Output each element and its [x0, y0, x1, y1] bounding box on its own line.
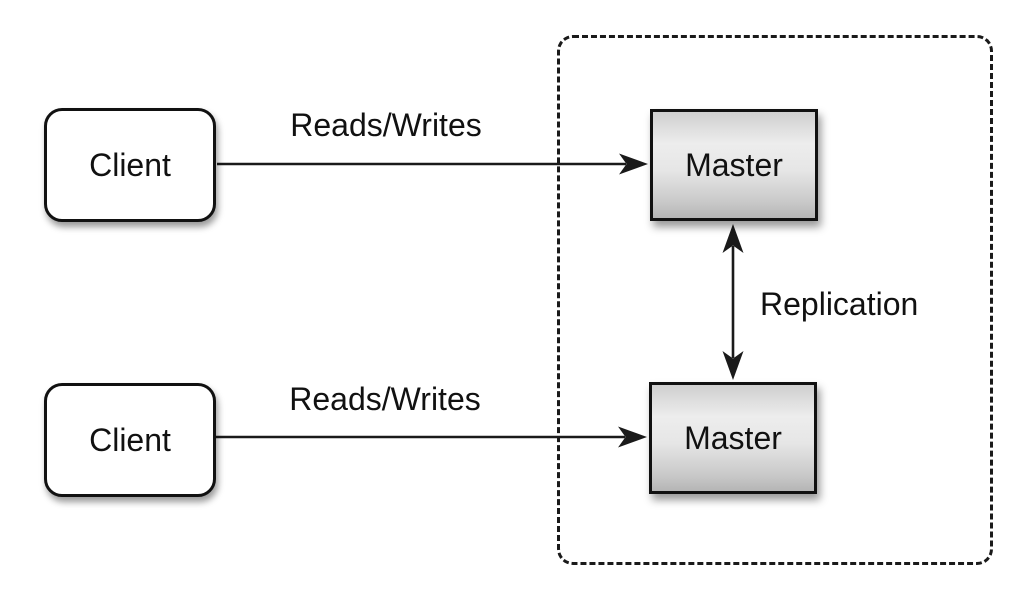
- client-node-2-label: Client: [89, 421, 171, 458]
- master-node-1-label: Master: [685, 146, 783, 183]
- reads-writes-label-top: Reads/Writes: [290, 107, 482, 143]
- master-node-2-label: Master: [684, 419, 782, 456]
- client-node-1: Client: [44, 108, 216, 222]
- master-node-2: Master: [649, 382, 817, 494]
- client-node-1-label: Client: [89, 146, 171, 183]
- replication-label: Replication: [760, 286, 919, 322]
- client-node-2: Client: [44, 383, 216, 497]
- reads-writes-label-bottom: Reads/Writes: [289, 381, 481, 417]
- master-node-1: Master: [650, 109, 818, 221]
- replication-group-boundary: [557, 35, 993, 565]
